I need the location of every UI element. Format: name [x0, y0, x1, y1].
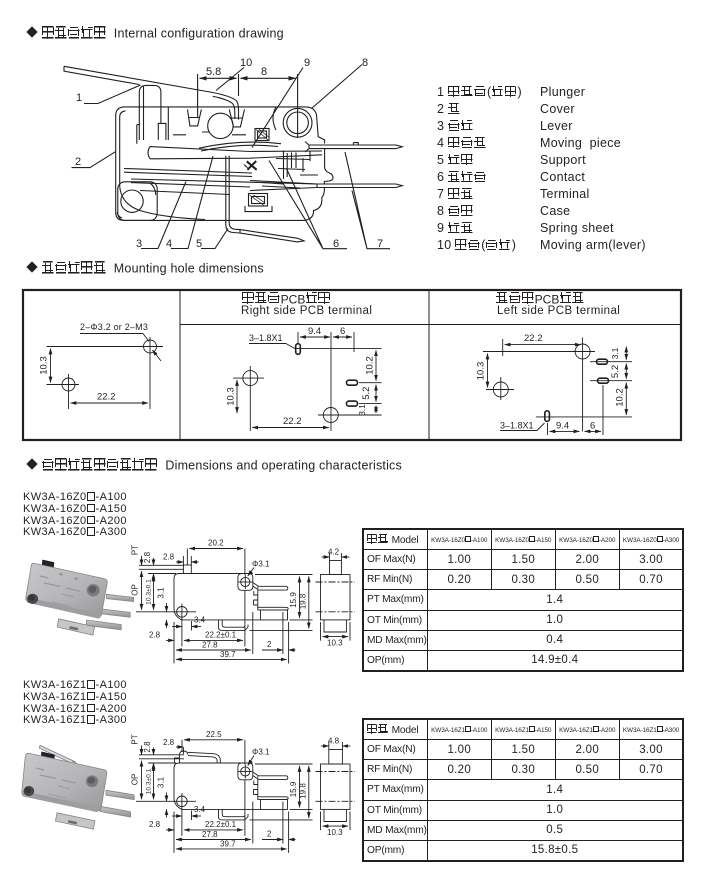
svg-text:2.8: 2.8 — [163, 553, 175, 562]
svg-text:3–1.8X1: 3–1.8X1 — [500, 421, 534, 431]
svg-text:Φ3.1: Φ3.1 — [252, 560, 270, 569]
svg-text:5.8: 5.8 — [206, 66, 221, 78]
svg-text:1: 1 — [76, 92, 82, 104]
svg-text:2.8: 2.8 — [143, 551, 152, 563]
svg-text:27.8: 27.8 — [202, 641, 218, 650]
svg-text:OP: OP — [131, 584, 140, 596]
svg-text:2–Φ3.2 or 2–M3: 2–Φ3.2 or 2–M3 — [80, 322, 148, 332]
svg-text:6: 6 — [340, 326, 345, 337]
svg-text:15.9: 15.9 — [289, 592, 298, 608]
svg-text:10.3: 10.3 — [476, 362, 487, 381]
svg-text:2: 2 — [75, 156, 81, 168]
svg-text:2: 2 — [267, 640, 272, 649]
svg-text:20.2: 20.2 — [208, 539, 224, 548]
svg-text:2.8: 2.8 — [163, 738, 175, 747]
svg-text:10.2: 10.2 — [365, 356, 376, 375]
svg-text:22.2±0.1: 22.2±0.1 — [205, 631, 237, 640]
svg-text:PT: PT — [131, 545, 140, 555]
svg-text:10.3: 10.3 — [327, 639, 343, 648]
svg-text:10.2: 10.2 — [615, 388, 626, 407]
svg-text:10.3: 10.3 — [39, 356, 50, 375]
svg-text:7: 7 — [377, 238, 383, 250]
svg-text:9.4: 9.4 — [556, 421, 569, 432]
svg-text:3.4: 3.4 — [194, 616, 206, 625]
svg-text:6: 6 — [333, 238, 339, 250]
svg-text:4: 4 — [166, 238, 172, 250]
svg-text:22.2: 22.2 — [524, 333, 543, 344]
svg-text:3.1: 3.1 — [357, 404, 367, 416]
svg-text:8: 8 — [261, 66, 267, 78]
svg-text:9: 9 — [304, 57, 310, 69]
svg-text:22.2: 22.2 — [283, 416, 302, 427]
svg-text:3–1.8X1: 3–1.8X1 — [249, 333, 283, 343]
svg-text:5.2: 5.2 — [361, 387, 372, 400]
svg-text:39.7: 39.7 — [220, 650, 236, 659]
svg-text:5.2: 5.2 — [610, 365, 621, 378]
svg-text:3.1: 3.1 — [157, 587, 166, 599]
svg-text:10.3: 10.3 — [226, 387, 237, 406]
svg-text:3: 3 — [136, 238, 142, 250]
svg-text:19.8: 19.8 — [299, 593, 308, 609]
svg-text:4.8: 4.8 — [328, 737, 340, 746]
svg-text:Φ3.1: Φ3.1 — [252, 748, 270, 757]
svg-text:3.1: 3.1 — [610, 347, 620, 359]
svg-text:4.2: 4.2 — [328, 548, 340, 557]
svg-text:2.8: 2.8 — [149, 631, 161, 640]
svg-text:8: 8 — [362, 57, 368, 69]
svg-text:10: 10 — [240, 57, 252, 69]
svg-text:5: 5 — [196, 238, 202, 250]
svg-text:9.4: 9.4 — [308, 326, 321, 337]
svg-text:22.2: 22.2 — [97, 392, 116, 403]
svg-text:10.3±0.1: 10.3±0.1 — [146, 579, 153, 605]
svg-text:6: 6 — [590, 421, 595, 432]
svg-text:22.5: 22.5 — [206, 730, 222, 739]
